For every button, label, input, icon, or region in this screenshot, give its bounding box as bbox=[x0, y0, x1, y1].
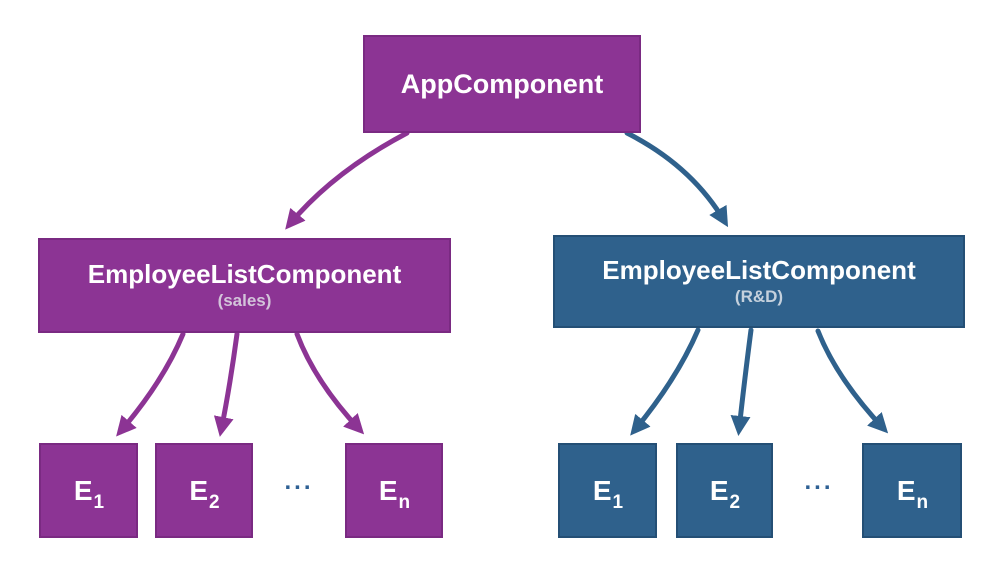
arrow-sales-to-en bbox=[294, 331, 365, 435]
employee-label: En bbox=[896, 474, 929, 514]
employee-label: En bbox=[378, 474, 411, 514]
employee-list-rnd-label: EmployeeListComponent bbox=[602, 254, 916, 285]
app-component-label: AppComponent bbox=[400, 68, 604, 99]
sales-ellipsis: ... bbox=[284, 468, 314, 495]
arrow-rnd-to-e2 bbox=[730, 327, 754, 436]
sales-employee-box-n: En bbox=[345, 443, 443, 538]
rnd-employee-box-n: En bbox=[862, 443, 962, 538]
arrow-rnd-to-e1 bbox=[630, 327, 701, 436]
rnd-employee-box-2: E2 bbox=[676, 443, 773, 538]
employee-list-sales-box: EmployeeListComponent (sales) bbox=[38, 238, 451, 333]
employee-list-sales-sublabel: (sales) bbox=[217, 291, 272, 311]
arrow-sales-to-e2 bbox=[213, 331, 240, 437]
arrow-rnd-to-en bbox=[815, 328, 889, 434]
employee-list-rnd-sublabel: (R&D) bbox=[734, 287, 784, 307]
arrow-root-to-sales bbox=[285, 130, 410, 230]
employee-list-sales-label: EmployeeListComponent bbox=[87, 258, 402, 289]
sales-employee-box-1: E1 bbox=[39, 443, 138, 538]
arrow-root-to-rnd bbox=[624, 130, 729, 228]
sales-employee-box-2: E2 bbox=[155, 443, 253, 538]
rnd-ellipsis: ... bbox=[804, 468, 834, 495]
employee-list-rnd-box: EmployeeListComponent (R&D) bbox=[553, 235, 965, 328]
employee-label: E1 bbox=[592, 474, 624, 514]
arrow-sales-to-e1 bbox=[116, 331, 186, 437]
employee-label: E2 bbox=[189, 474, 220, 514]
employee-label: E1 bbox=[73, 474, 105, 514]
rnd-employee-box-1: E1 bbox=[558, 443, 657, 538]
employee-label: E2 bbox=[709, 474, 741, 514]
app-component-box: AppComponent bbox=[363, 35, 641, 133]
